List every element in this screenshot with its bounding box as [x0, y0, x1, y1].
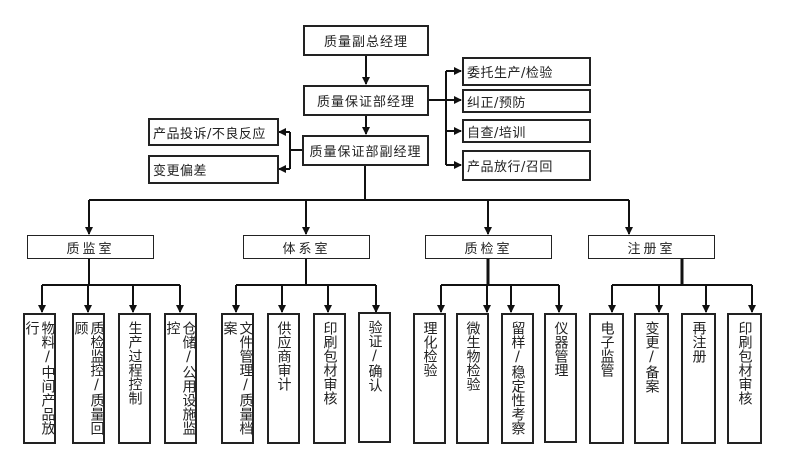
node-label: 质检监控/质量回顾 — [72, 321, 105, 435]
node-task: 微生物检验 — [456, 313, 489, 444]
node-task: 再注册 — [681, 313, 716, 444]
node-qa-manager: 质量保证部经理 — [303, 85, 429, 116]
node-label: 变更偏差 — [153, 164, 208, 179]
node-label: 供应商审计 — [275, 321, 292, 391]
node-task: 印刷包材审核 — [313, 313, 346, 444]
node-label: 仪器管理 — [552, 321, 569, 377]
node-task: 验证/确认 — [358, 312, 391, 443]
node-label: 微生物检验 — [464, 321, 481, 391]
node-label: 质量保证部副经理 — [309, 145, 422, 160]
node-label: 委托生产/检验 — [467, 66, 553, 81]
node-deputy-duty: 变更偏差 — [148, 155, 279, 184]
node-label: 产品投诉/不良反应 — [153, 126, 266, 142]
node-label: 体系室 — [282, 241, 331, 257]
node-manager-duty: 委托生产/检验 — [462, 57, 591, 86]
node-task: 文件管理/质量档案 — [221, 313, 254, 444]
node-label: 电子监管 — [598, 321, 615, 377]
node-label: 纠正/预防 — [467, 95, 526, 111]
node-task: 电子监管 — [589, 313, 624, 444]
node-task: 留样/稳定性考察 — [501, 313, 534, 444]
node-label: 自查/培训 — [467, 125, 526, 141]
node-label: 质量副总经理 — [323, 35, 408, 50]
node-label: 文件管理/质量档案 — [221, 321, 254, 435]
node-deputy-duty: 产品投诉/不良反应 — [148, 118, 279, 146]
node-task: 仪器管理 — [544, 313, 577, 443]
node-task: 物料/中间产品放行 — [23, 313, 56, 444]
node-task: 仓储/公用设施监控 — [164, 313, 197, 444]
node-label: 生产过程控制 — [126, 321, 143, 405]
node-manager-duty: 自查/培训 — [462, 119, 591, 143]
node-label: 仓储/公用设施监控 — [164, 321, 197, 435]
node-department: 质监室 — [27, 235, 154, 259]
node-label: 质检室 — [464, 241, 513, 257]
node-label: 物料/中间产品放行 — [23, 321, 56, 435]
node-task: 变更/备案 — [634, 313, 669, 444]
node-label: 印刷包材审核 — [321, 321, 338, 405]
node-label: 质量保证部经理 — [316, 95, 415, 110]
node-manager-duty: 纠正/预防 — [462, 89, 591, 113]
node-label: 变更/备案 — [643, 321, 660, 393]
node-manager-duty: 产品放行/召回 — [462, 150, 591, 181]
node-label: 理化检验 — [421, 321, 438, 377]
node-task: 印刷包材审核 — [727, 313, 762, 444]
node-task: 理化检验 — [413, 313, 446, 444]
node-quality-vp: 质量副总经理 — [303, 25, 429, 56]
node-department: 体系室 — [243, 235, 370, 259]
node-task: 质检监控/质量回顾 — [72, 313, 105, 444]
node-label: 注册室 — [627, 241, 676, 257]
node-label: 印刷包材审核 — [736, 321, 753, 405]
node-department: 注册室 — [588, 235, 715, 259]
node-task: 供应商审计 — [267, 313, 300, 444]
node-qa-deputy-manager: 质量保证部副经理 — [302, 135, 429, 166]
node-task: 生产过程控制 — [118, 313, 151, 444]
node-label: 留样/稳定性考察 — [509, 321, 526, 435]
node-label: 产品放行/召回 — [467, 160, 553, 175]
node-label: 验证/确认 — [366, 320, 383, 392]
node-label: 质监室 — [66, 241, 115, 257]
node-label: 再注册 — [690, 321, 707, 363]
node-department: 质检室 — [425, 235, 552, 259]
